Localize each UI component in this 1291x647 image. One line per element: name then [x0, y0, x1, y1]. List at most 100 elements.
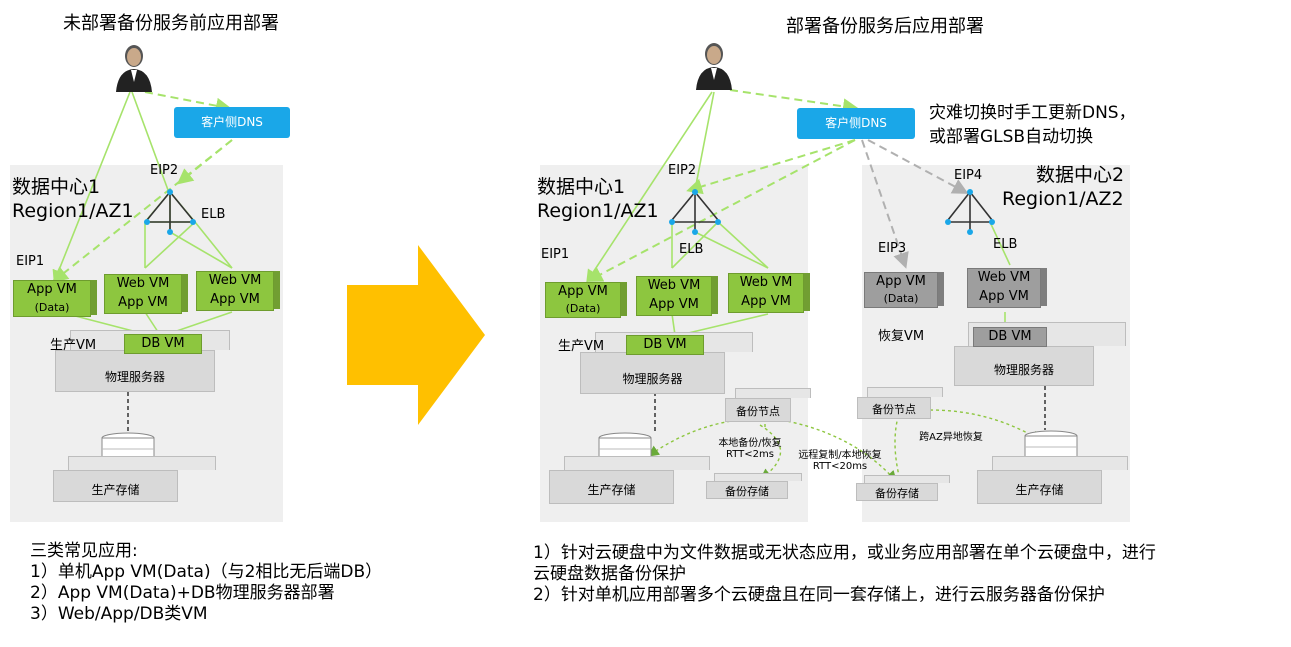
db-vm-label: DB VM	[141, 336, 185, 351]
left-dns-box: 客户侧DNS	[174, 107, 290, 138]
dc2-physical-server: 物理服务器	[954, 346, 1094, 386]
left-app-vm: App VM (Data)	[13, 280, 91, 317]
prod-storage-label: 生产存储	[1015, 483, 1064, 497]
right-web-vm-a: Web VM App VM	[636, 276, 712, 316]
vm-line: App VM	[27, 282, 77, 297]
vm-line: App VM	[210, 292, 260, 307]
user-icon	[696, 43, 732, 90]
vm-line: App VM	[558, 284, 608, 299]
note-line: 云硬盘数据备份保护	[533, 564, 686, 584]
remote-copy-label: 远程复制/本地恢复 RTT<20ms	[795, 446, 885, 472]
dc2-backup-node-top	[867, 387, 943, 397]
right-prod-vm-label: 生产VM	[558, 339, 605, 354]
note-line: 3）Web/App/DB类VM	[30, 604, 208, 624]
vm-line: Web VM	[208, 273, 262, 288]
right-dns-box: 客户侧DNS	[797, 108, 915, 139]
backup-storage-label: 备份存储	[725, 485, 769, 498]
right-eip2-label: EIP2	[668, 163, 697, 178]
left-elb-label: ELB	[201, 207, 226, 222]
vm-line: App VM	[979, 289, 1029, 304]
prod-storage-label: 生产存储	[587, 483, 636, 497]
vm-line: Web VM	[977, 270, 1031, 285]
vm-line: (Data)	[34, 300, 70, 314]
dns-note-line: 或部署GLSB自动切换	[929, 127, 1094, 147]
dc2-web-vm: Web VM App VM	[967, 268, 1041, 308]
dc2-db-vm: DB VM	[973, 327, 1047, 347]
dc2-prod-storage-top	[992, 456, 1128, 470]
backup-node-label: 备份节点	[872, 403, 916, 416]
local-backup-label: 本地备份/恢复 RTT<2ms	[715, 434, 785, 460]
right-notes: 1）针对云硬盘中为文件数据或无状态应用，或业务应用部署在单个云硬盘中，进行 云硬…	[533, 543, 1156, 606]
left-dc-name: 数据中心1	[12, 176, 101, 198]
vm-line: App VM	[118, 295, 168, 310]
physical-server-label: 物理服务器	[622, 372, 683, 386]
local-backup-line: 本地备份/恢复	[718, 438, 782, 449]
right-dns-note: 灾难切换时手工更新DNS， 或部署GLSB自动切换	[929, 101, 1136, 149]
vm-line: Web VM	[116, 276, 170, 291]
right-prod-storage-top	[564, 456, 710, 470]
restore-vm-label: 恢复VM	[878, 329, 925, 344]
backup-node-label: 备份节点	[736, 405, 780, 418]
vm-line: App VM	[876, 274, 926, 289]
note-line: 2）App VM(Data)+DB物理服务器部署	[30, 583, 335, 603]
prod-storage-label: 生产存储	[91, 483, 140, 497]
physical-server-label: 物理服务器	[993, 363, 1054, 377]
vm-line: Web VM	[647, 278, 701, 293]
dc2-prod-storage: 生产存储	[977, 470, 1102, 504]
left-physical-server: 物理服务器	[55, 350, 215, 392]
remote-copy-line: RTT<20ms	[812, 461, 868, 472]
right-dc2-region: Region1/AZ2	[1002, 188, 1124, 210]
physical-server-label: 物理服务器	[104, 370, 165, 384]
vm-line: (Data)	[883, 292, 919, 305]
dns-note-line: 灾难切换时手工更新DNS，	[929, 103, 1136, 123]
right-eip4-label: EIP4	[954, 168, 983, 183]
right-eip3-label: EIP3	[878, 241, 907, 256]
right-physical-server: 物理服务器	[580, 352, 725, 394]
left-prod-storage: 生产存储	[53, 470, 178, 502]
dc2-app-vm: App VM (Data)	[864, 272, 938, 308]
db-vm-label: DB VM	[643, 337, 687, 352]
right-dc2-name: 数据中心2	[1036, 164, 1125, 186]
db-vm-label: DB VM	[988, 329, 1032, 344]
vm-line: App VM	[649, 297, 699, 312]
vm-line: App VM	[741, 294, 791, 309]
right-app-vm: App VM (Data)	[545, 282, 621, 318]
left-web-vm-b: Web VM App VM	[196, 271, 274, 311]
left-title: 未部署备份服务前应用部署	[63, 13, 279, 34]
note-line: 三类常见应用:	[30, 541, 138, 561]
right-eip1-label: EIP1	[541, 247, 570, 262]
right-elb1-label: ELB	[679, 242, 704, 257]
right-title: 部署备份服务后应用部署	[786, 16, 984, 37]
dc2-backup-node: 备份节点	[857, 397, 931, 419]
user-icon	[116, 45, 152, 92]
left-prod-vm-label: 生产VM	[50, 338, 97, 353]
left-eip1-label: EIP1	[16, 254, 45, 269]
cross-az-label: 跨AZ异地恢复	[919, 432, 983, 443]
note-line: 1）单机App VM(Data)（与2相比无后端DB）	[30, 562, 383, 582]
right-web-vm-b: Web VM App VM	[728, 273, 804, 313]
left-web-vm-a: Web VM App VM	[104, 274, 182, 314]
note-line: 2）针对单机应用部署多个云硬盘且在同一套存储上，进行云服务器备份保护	[533, 585, 1105, 605]
right-backup-storage-top	[714, 473, 802, 481]
vm-line: Web VM	[739, 275, 793, 290]
right-dc1-region: Region1/AZ1	[537, 200, 659, 222]
right-backup-node: 备份节点	[725, 398, 791, 422]
transition-arrow	[347, 245, 485, 425]
right-db-vm: DB VM	[626, 335, 704, 355]
left-eip2-label: EIP2	[150, 163, 179, 178]
right-backup-storage: 备份存储	[706, 481, 788, 499]
right-prod-storage: 生产存储	[549, 470, 674, 504]
dc2-backup-storage-top	[864, 475, 950, 483]
right-dc1-name: 数据中心1	[537, 176, 626, 198]
left-dc-region: Region1/AZ1	[12, 200, 134, 222]
left-db-vm: DB VM	[124, 334, 202, 354]
left-notes: 三类常见应用: 1）单机App VM(Data)（与2相比无后端DB） 2）Ap…	[30, 541, 382, 625]
backup-storage-label: 备份存储	[875, 487, 919, 500]
left-prod-storage-top	[68, 456, 216, 470]
remote-copy-line: 远程复制/本地恢复	[798, 450, 882, 461]
right-backup-node-top	[735, 388, 811, 398]
local-backup-line: RTT<2ms	[726, 449, 774, 460]
right-elb2-label: ELB	[993, 237, 1018, 252]
vm-line: (Data)	[565, 302, 601, 315]
